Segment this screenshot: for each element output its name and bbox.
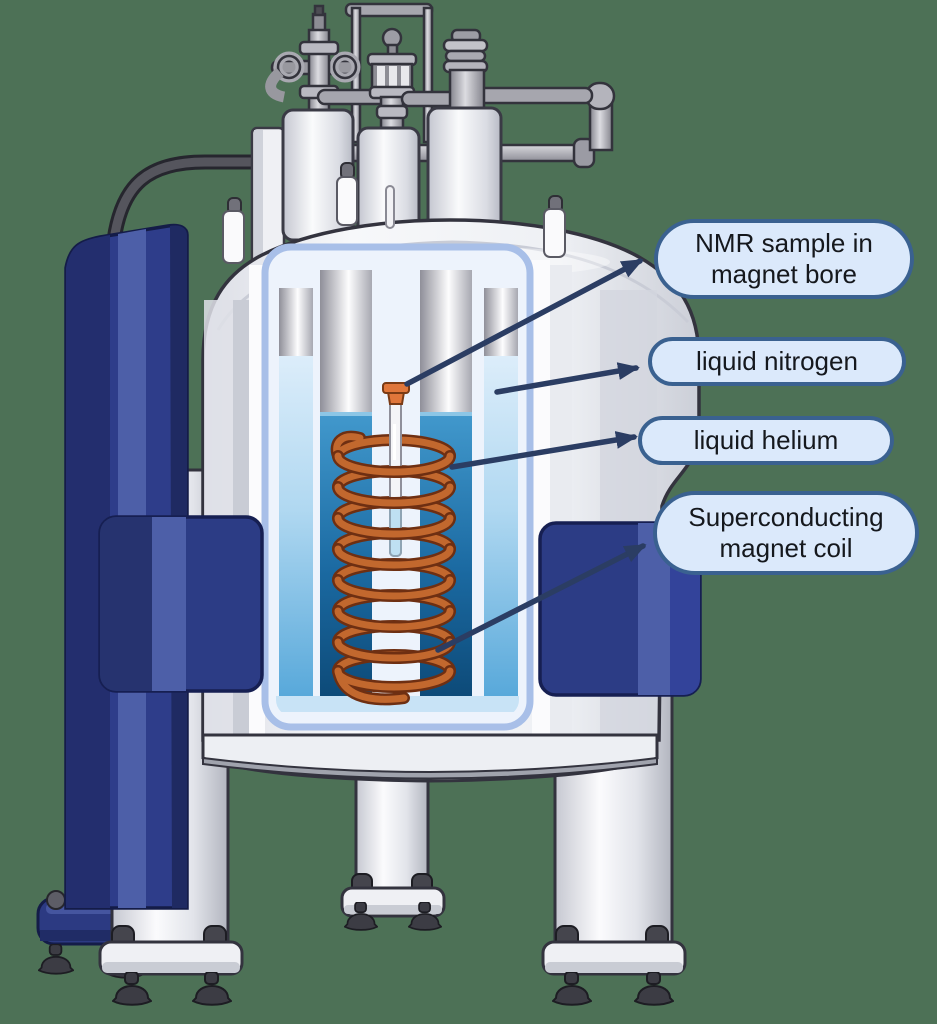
cutaway-window xyxy=(261,243,534,731)
magnet-coil-front xyxy=(332,450,456,706)
dome-pin xyxy=(385,185,395,229)
label-liquid-nitrogen: liquid nitrogen xyxy=(648,337,906,386)
arrow-liquid-nitrogen xyxy=(494,362,640,395)
callout-arrows xyxy=(404,258,647,653)
shoulder-ports xyxy=(222,162,566,264)
port-left xyxy=(222,197,245,264)
left-blue-box xyxy=(98,515,264,693)
arrow-magnet-coil xyxy=(435,543,647,653)
arrow-liquid-helium xyxy=(449,431,638,470)
port-right xyxy=(543,195,566,258)
top-turret-cylinders xyxy=(281,106,503,242)
nitrogen-jacket xyxy=(279,288,518,698)
port-center xyxy=(336,162,358,226)
label-magnet-coil: Superconducting magnet coil xyxy=(653,491,919,575)
sample-tube xyxy=(382,382,410,557)
label-nmr-sample: NMR sample in magnet bore xyxy=(654,219,914,299)
vessel-bottom-rim xyxy=(201,733,659,783)
label-liquid-helium: liquid helium xyxy=(638,416,894,465)
arrow-nmr-sample xyxy=(404,258,644,387)
left-leg-base xyxy=(98,925,244,1006)
transfer-cable xyxy=(104,154,300,276)
center-pedestal-base xyxy=(340,873,446,931)
right-leg-base xyxy=(541,925,687,1006)
